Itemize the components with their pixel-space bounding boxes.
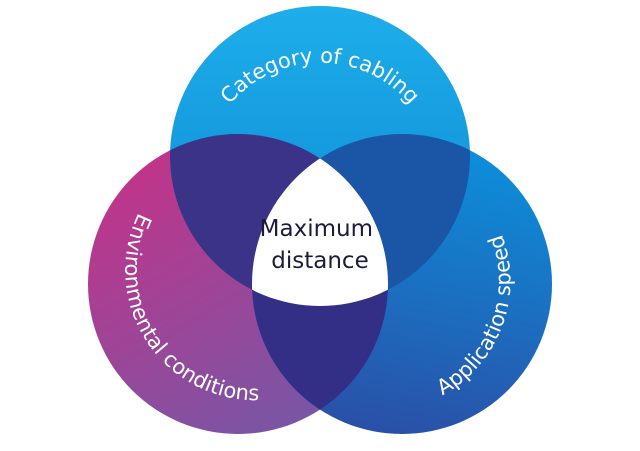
center-line-1: Maximum (260, 216, 373, 242)
center-line-2: distance (271, 248, 368, 274)
center-region (252, 134, 388, 306)
center-label: Maximum distance (260, 216, 381, 274)
